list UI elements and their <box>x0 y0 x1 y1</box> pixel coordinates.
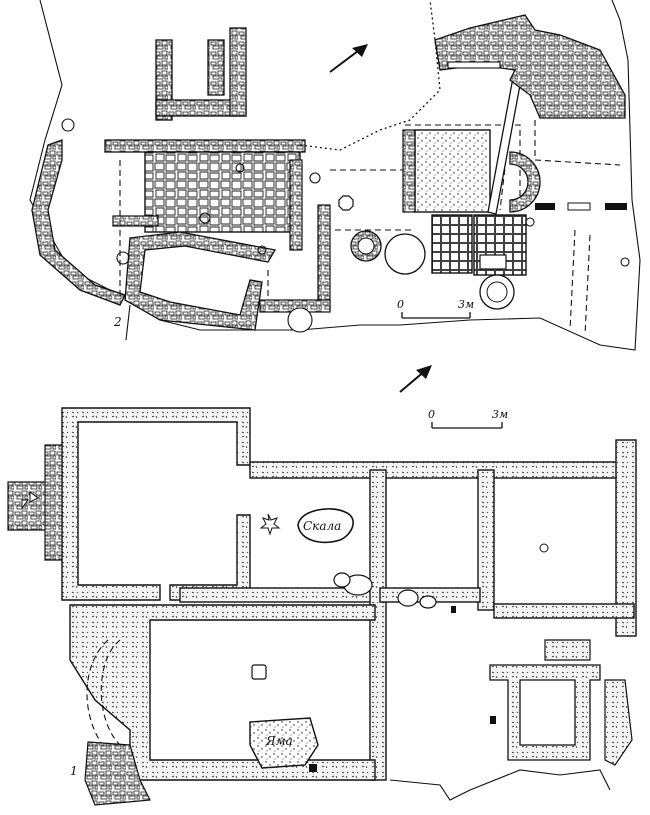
plan-bottom: Скала Яма <box>7 407 637 806</box>
east-room-south-wall <box>493 603 635 619</box>
label-pit: Яма <box>265 734 293 748</box>
star-marker <box>259 513 281 536</box>
boulders <box>333 572 437 609</box>
kiln-circle-4 <box>287 307 313 333</box>
label-rock: Скала <box>303 519 341 533</box>
east-wall-segments <box>535 202 627 211</box>
kiln-circle-2 <box>384 233 426 275</box>
plan-top: 0 3м 2 <box>29 0 641 351</box>
north-wall-right <box>229 27 247 117</box>
north-wall-mid <box>207 39 225 96</box>
west-room-walls <box>61 407 251 601</box>
north-arrow-top <box>329 44 368 73</box>
sw-wall-east <box>289 159 303 251</box>
scale-zero-top: 0 <box>397 298 404 311</box>
square-pier <box>251 664 267 680</box>
se-annex <box>544 639 633 766</box>
sw-wall-west <box>112 215 159 227</box>
lower-room-apse-dash <box>86 639 121 753</box>
plan-number-top: 2 <box>113 315 122 329</box>
tiled-room-basin <box>479 254 507 270</box>
se-rubble-edge <box>389 769 611 801</box>
kiln-circle-3-inner <box>486 281 508 303</box>
main-ew-wall <box>104 139 306 153</box>
scale-zero-bottom: 0 <box>428 408 435 421</box>
east-corridor-wall-1 <box>317 204 331 311</box>
pit <box>249 717 319 769</box>
west-annex <box>7 444 63 561</box>
room-divider-1 <box>369 469 387 781</box>
north-arrow-bottom <box>399 365 432 393</box>
scale-bar-bottom: 0 3м <box>428 408 508 429</box>
dotted-trail <box>299 0 441 151</box>
se-rooms <box>489 664 601 761</box>
plan-number-bottom: 1 <box>70 764 78 778</box>
sw-room-walls <box>124 231 277 331</box>
scale-end-top: 3м <box>458 298 474 311</box>
leader-line-top <box>125 304 131 341</box>
scale-bar-top: 0 3м <box>397 298 474 319</box>
paved-court <box>144 151 301 233</box>
stippled-hall <box>414 129 491 213</box>
scale-end-bottom: 3м <box>492 408 508 421</box>
room-divider-2 <box>477 469 495 611</box>
hall-west-wall <box>402 129 416 213</box>
column-markers-top <box>61 118 630 267</box>
rock-outcrop <box>297 508 354 544</box>
sw-fragment <box>84 741 151 806</box>
north-range-wall <box>249 461 636 479</box>
lower-room-walls <box>69 604 376 781</box>
ne-threshold <box>447 61 501 69</box>
markers-bottom <box>21 491 549 772</box>
tiled-room-left <box>431 214 473 274</box>
apse <box>509 151 541 213</box>
octagon-base <box>338 195 354 211</box>
west-rubble-wall <box>31 139 126 306</box>
east-room-wall <box>615 439 637 637</box>
kiln-circle-1-inner <box>357 237 375 255</box>
